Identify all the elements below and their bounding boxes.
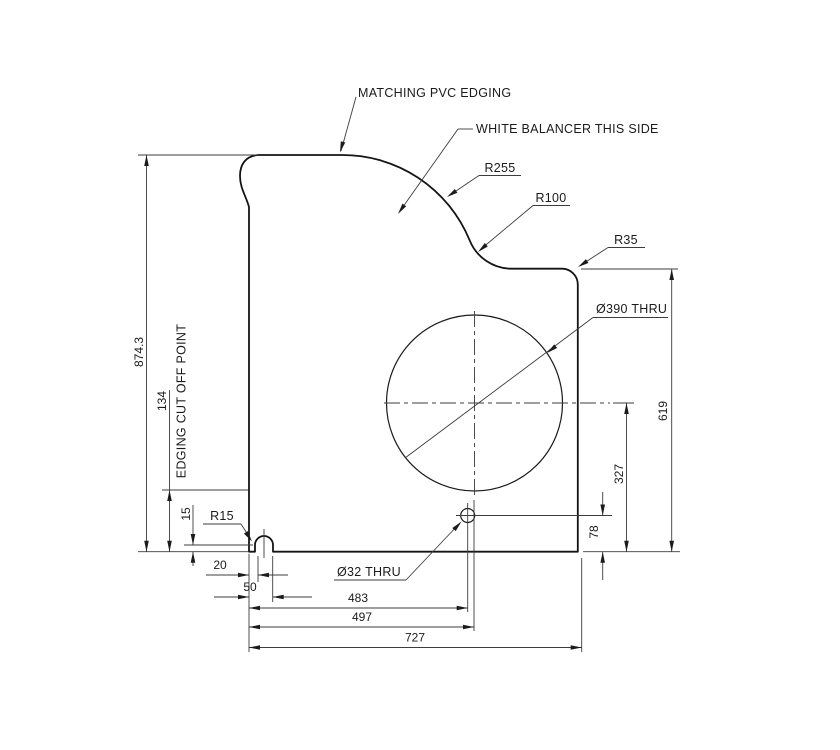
arrowhead [570, 645, 582, 650]
arrowhead [547, 344, 558, 353]
arrowhead [624, 540, 629, 552]
dim-small-hole-y-value: 78 [587, 525, 601, 539]
dim-slot-left-offset: 20 [206, 558, 288, 578]
leader-line [405, 523, 460, 581]
dim-small-hole-y: 78 [587, 492, 605, 580]
dim-large-hole-y-value: 327 [612, 464, 626, 484]
dim-slot-left-offset-value: 20 [213, 558, 227, 572]
leader-line [399, 128, 459, 212]
small-hole-label: Ø32 THRU [337, 565, 401, 579]
arrowhead [600, 504, 605, 516]
arrowhead [398, 203, 407, 214]
arrowhead [258, 572, 269, 578]
r100-label: R100 [535, 191, 566, 205]
callout-small-hole: Ø32 THRU [334, 521, 462, 581]
dim-slot-height-value: 15 [179, 507, 193, 521]
dim-overall-height-value: 874.3 [132, 337, 146, 367]
arrowhead [144, 540, 149, 552]
callout-r100: R100 [478, 191, 570, 252]
arrowhead [144, 155, 149, 166]
callout-pvc-edging: MATCHING PVC EDGING [340, 86, 511, 153]
callout-r35: R35 [578, 233, 645, 267]
dim-slot-height: 15 [179, 505, 196, 566]
callout-large-hole: Ø390 THRU [404, 302, 668, 459]
pvc-edging-note: MATCHING PVC EDGING [358, 86, 511, 100]
dim-right-height-value: 619 [656, 401, 670, 421]
arrowhead [463, 624, 474, 630]
dim-small-hole-x-value: 483 [348, 591, 368, 605]
arrowhead [669, 269, 674, 280]
leader-line [480, 205, 534, 250]
large-hole-label: Ø390 THRU [596, 302, 667, 316]
part-outline [239, 154, 579, 553]
dim-edging-height: 134 [155, 390, 172, 552]
arrowhead [238, 572, 249, 578]
arrowhead [249, 624, 260, 630]
dim-slot-right-offset: 50 [214, 580, 312, 600]
arrowhead [238, 594, 249, 600]
r35-label: R35 [614, 233, 638, 247]
callout-r15: R15 [203, 509, 252, 542]
arrowhead [249, 605, 260, 611]
arrowhead [167, 490, 172, 501]
arrowhead [167, 540, 172, 552]
arrowhead [249, 645, 260, 650]
arrowhead [190, 534, 196, 545]
dim-right-height: 619 [656, 269, 674, 552]
arrowhead [190, 551, 196, 563]
edging-cutoff-note: EDGING CUT OFF POINT [174, 324, 188, 478]
diameter-line [404, 317, 594, 459]
dim-small-hole-x: 483 [249, 591, 468, 611]
arrowhead [669, 540, 674, 552]
arrowhead [243, 531, 252, 542]
r15-label: R15 [210, 509, 234, 523]
dim-large-hole-x: 497 [249, 610, 474, 630]
small-hole [460, 503, 476, 530]
arrowhead [600, 551, 605, 563]
dim-edging-height-value: 134 [155, 391, 169, 411]
r255-label: R255 [484, 161, 515, 175]
dim-overall-width-value: 727 [405, 631, 425, 645]
arrowhead [478, 243, 488, 252]
dim-large-hole-x-value: 497 [352, 610, 372, 624]
arrowhead [340, 141, 346, 153]
arrowhead [578, 259, 589, 267]
arrowhead [272, 594, 284, 600]
dim-overall-height: 874.3 [132, 155, 149, 552]
arrowhead [452, 521, 462, 532]
dim-slot-right-offset-value: 50 [243, 580, 257, 594]
callout-r255: R255 [447, 161, 521, 197]
arrowhead [447, 188, 458, 197]
leader-line [340, 96, 357, 152]
balancer-note: WHITE BALANCER THIS SIDE [476, 122, 659, 136]
arrowhead [456, 605, 468, 611]
callout-balancer: WHITE BALANCER THIS SIDE [398, 122, 659, 214]
dim-large-hole-y: 327 [612, 403, 629, 552]
arrowhead [624, 403, 629, 414]
dim-overall-width: 727 [249, 631, 582, 650]
